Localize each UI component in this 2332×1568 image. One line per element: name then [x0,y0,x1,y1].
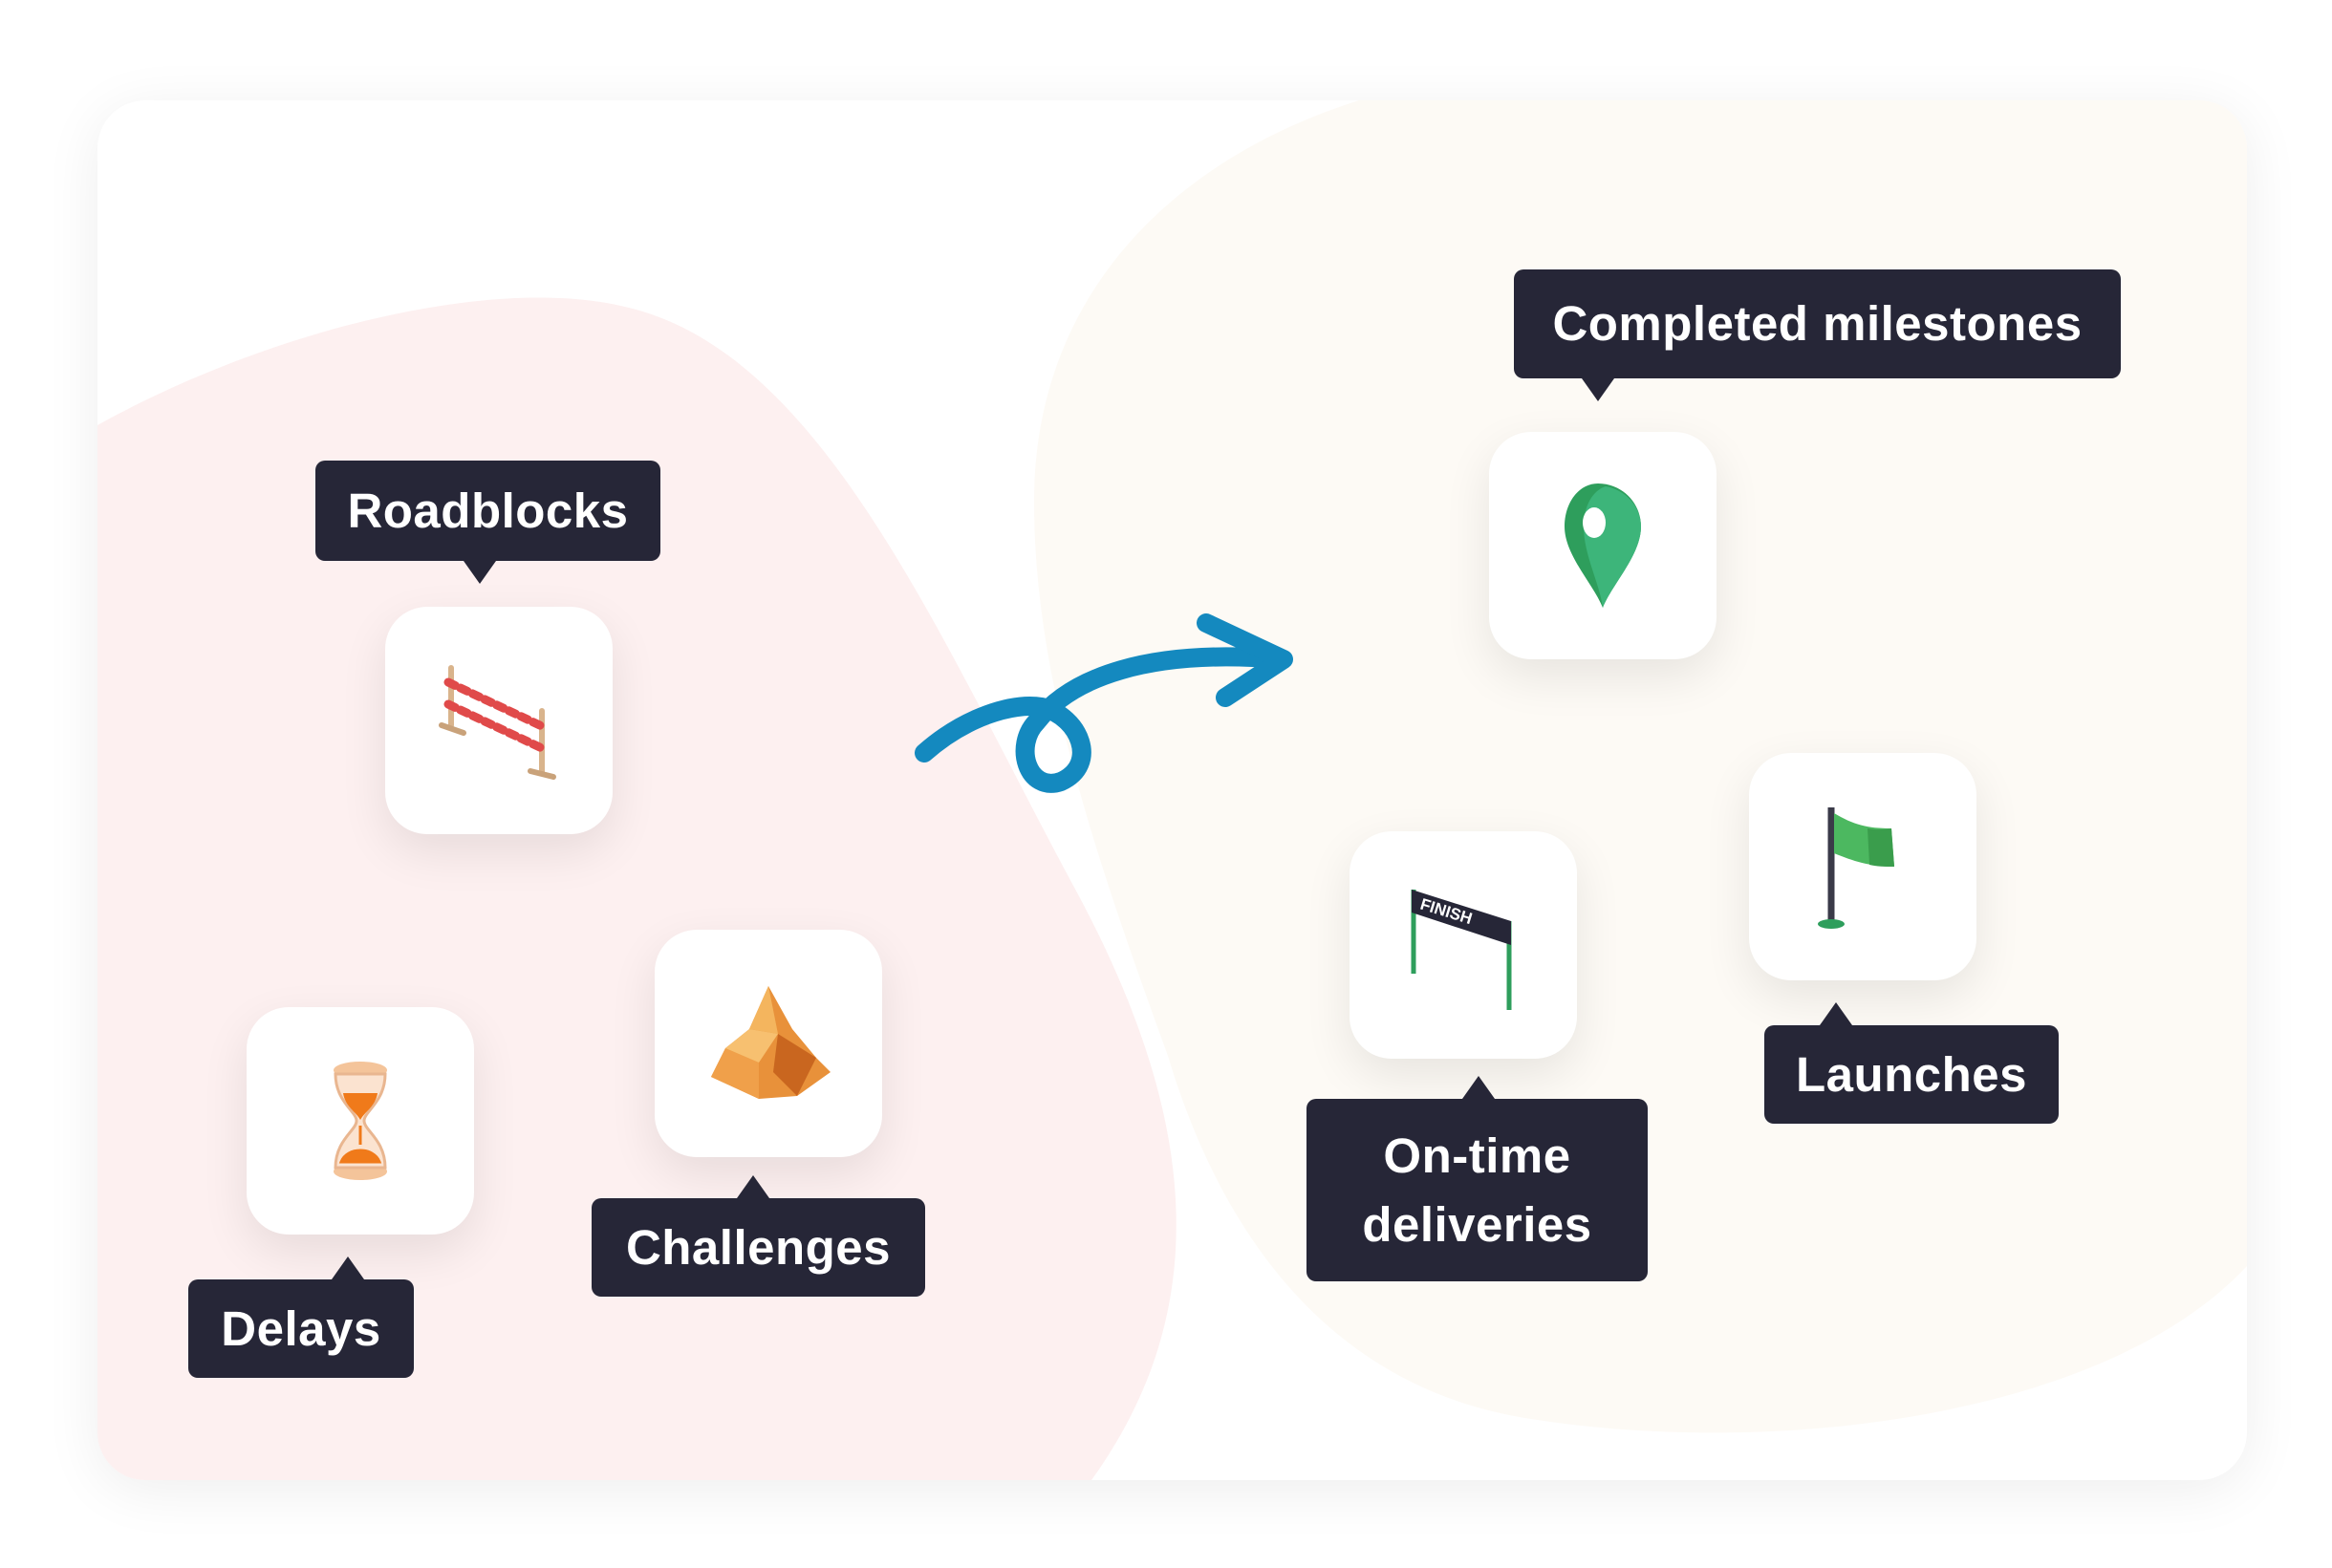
label-pointer [1582,378,1614,401]
launches-label: Launches [1764,1002,2059,1124]
roadblocks-text: Roadblocks [347,483,629,538]
label-pointer [1462,1076,1495,1099]
challenges-label: Challenges [592,1175,925,1297]
challenges-tile [655,930,882,1157]
delays-label: Delays [188,1257,414,1378]
completed-milestones-text: Completed milestones [1552,296,2083,352]
rocks-icon [711,986,831,1099]
completed-milestones-tile [1489,432,1717,659]
delays-tile [247,1007,474,1235]
on-time-deliveries-tile: FINISH [1350,831,1577,1059]
roadblocks-tile [385,607,613,834]
finish-line-icon: FINISH [1411,890,1512,1010]
delays-text: Delays [221,1300,381,1356]
road-barrier-icon [439,665,556,780]
challenges-text: Challenges [625,1219,892,1275]
label-pointer [332,1257,364,1279]
map-pin-icon [1565,483,1641,608]
on-time-text-line1: On-time [1383,1128,1571,1184]
roadblocks-label: Roadblocks [315,461,660,584]
label-pointer [1820,1002,1852,1025]
on-time-deliveries-label: On-time deliveries [1306,1076,1648,1281]
label-pointer [737,1175,769,1198]
hourglass-icon [334,1062,387,1180]
on-time-text-line2: deliveries [1362,1196,1592,1252]
green-flag-icon [1818,807,1894,929]
completed-milestones-label: Completed milestones [1514,269,2121,401]
launches-text: Launches [1795,1046,2028,1102]
launches-tile [1749,753,1976,980]
label-pointer [464,561,496,584]
